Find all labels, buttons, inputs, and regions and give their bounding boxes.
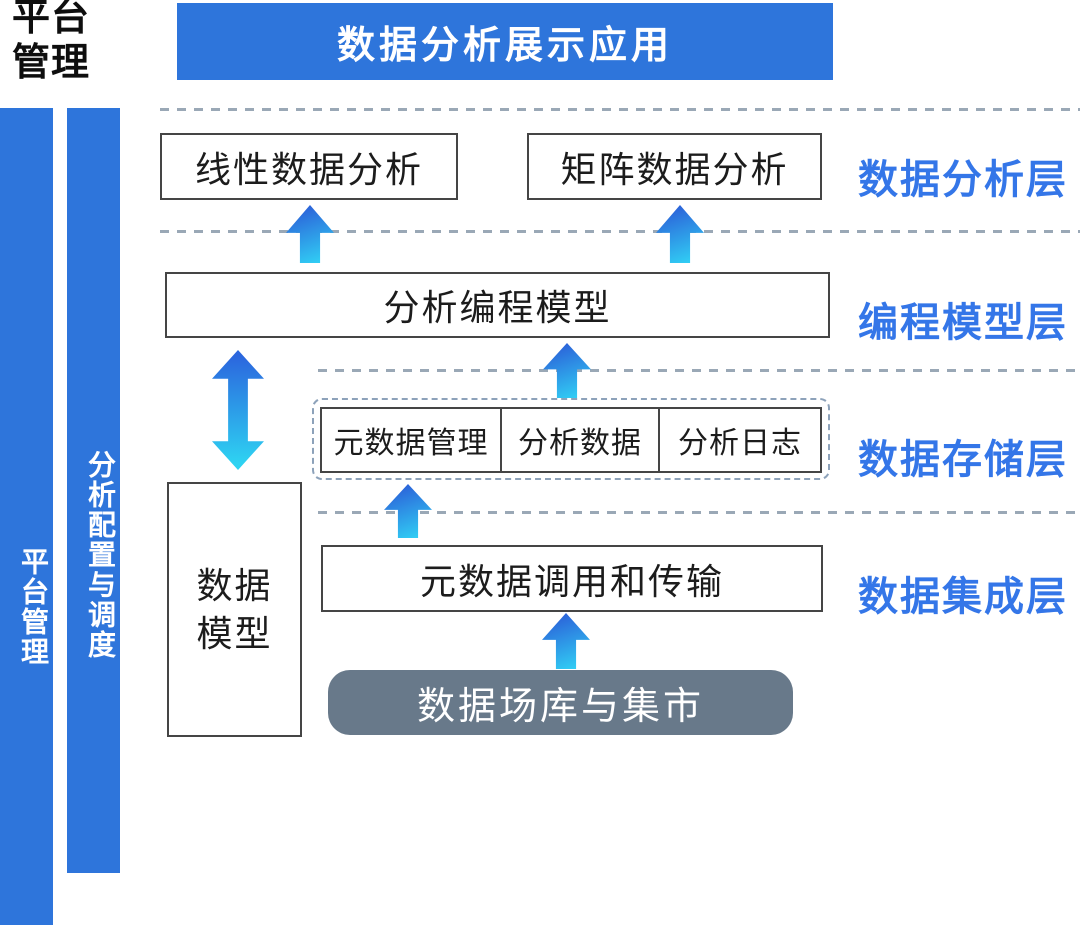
- storage-dashed-container: 元数据管理 分析数据 分析日志: [312, 398, 830, 480]
- box-data-warehouse-mart-label: 数据场库与集市: [416, 686, 704, 728]
- layer-label-data-integration: 数据集成层: [858, 575, 1068, 619]
- corner-title-line2: 管理: [12, 42, 91, 84]
- up-arrow-to-matrix-analysis-icon: [656, 205, 704, 263]
- layer-separator-3: [318, 369, 1080, 372]
- up-arrow-to-linear-analysis-icon: [286, 205, 334, 263]
- box-data-model: 数据 模型: [167, 482, 302, 737]
- top-banner: 数据分析展示应用: [177, 3, 833, 80]
- layer-separator-1: [160, 108, 1080, 111]
- box-metadata-transfer: 元数据调用和传输: [321, 545, 823, 612]
- cell-analysis-log: 分析日志: [658, 409, 820, 471]
- layer-label-data-analysis: 数据分析层: [858, 158, 1068, 202]
- box-matrix-data-analysis-label: 矩阵数据分析: [560, 148, 789, 190]
- box-metadata-transfer-label: 元数据调用和传输: [419, 560, 724, 602]
- layer-label-programming-model: 编程模型层: [858, 301, 1068, 345]
- box-analysis-programming-model-label: 分析编程模型: [383, 287, 612, 328]
- box-data-model-line2: 模型: [196, 612, 273, 654]
- box-analysis-programming-model: 分析编程模型: [165, 272, 830, 338]
- layer-separator-4: [318, 511, 1080, 514]
- cell-metadata-management: 元数据管理: [333, 427, 489, 460]
- storage-cells-box: 元数据管理 分析数据 分析日志: [320, 407, 822, 473]
- box-matrix-data-analysis: 矩阵数据分析: [527, 133, 822, 200]
- sidebar-analysis-config: 分析配置与调度: [67, 108, 120, 873]
- sidebar-platform-management-label: 平台管理: [18, 546, 49, 667]
- corner-title: 平台 管理: [12, 0, 90, 86]
- layer-label-data-storage: 数据存储层: [858, 438, 1068, 482]
- cell-analysis-data: 分析数据: [500, 409, 658, 471]
- up-arrow-to-integration-icon: [542, 613, 590, 669]
- sidebar-analysis-config-label: 分析配置与调度: [85, 449, 116, 660]
- corner-title-line1: 平台: [12, 0, 91, 39]
- box-linear-data-analysis-label: 线性数据分析: [194, 148, 423, 190]
- layer-separator-2: [160, 230, 1080, 233]
- top-banner-title: 数据分析展示应用: [336, 25, 673, 67]
- box-linear-data-analysis: 线性数据分析: [160, 133, 458, 200]
- box-data-warehouse-mart: 数据场库与集市: [328, 670, 793, 735]
- double-headed-arrow-icon: [212, 350, 264, 470]
- box-data-model-line1: 数据: [196, 564, 273, 606]
- sidebar-platform-management: 平台管理: [0, 108, 53, 925]
